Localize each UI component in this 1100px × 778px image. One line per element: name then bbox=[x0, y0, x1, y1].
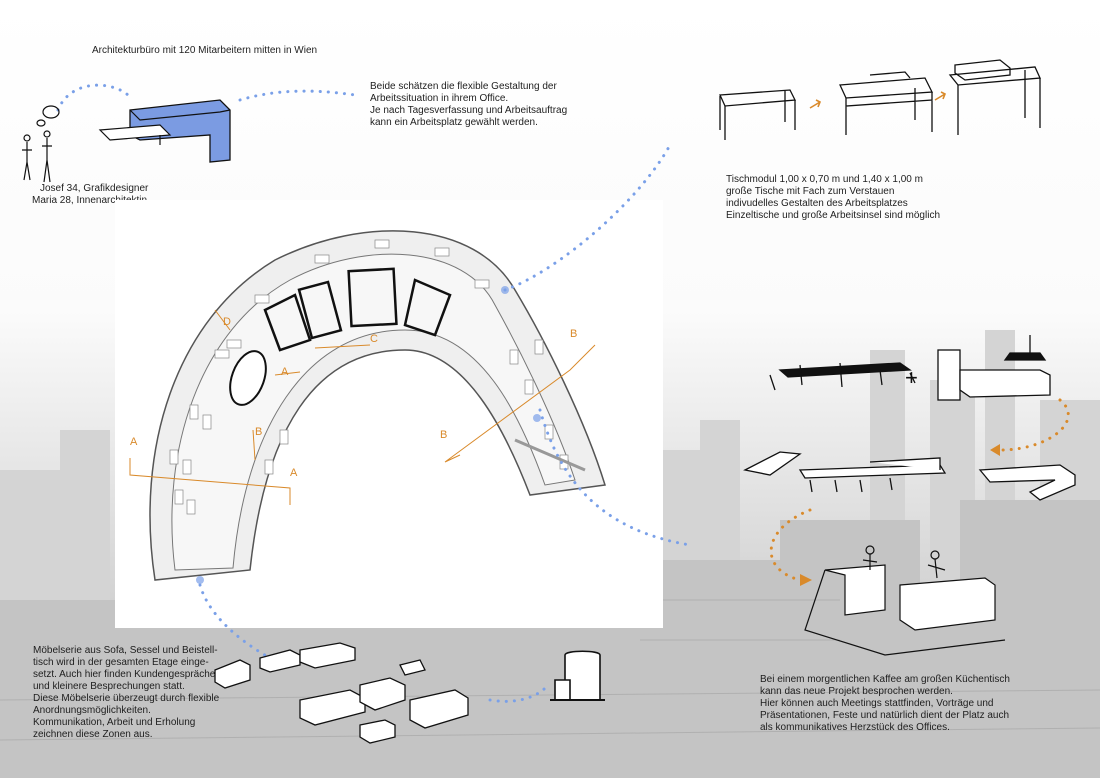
kitchen-assembled-illustration bbox=[743, 451, 1076, 501]
section-label-b: B bbox=[440, 429, 447, 441]
table-modules-illustration bbox=[719, 59, 1041, 140]
kitchen-text: Bei einem morgentlichen Kaffee am großen… bbox=[760, 674, 1010, 734]
furniture-line: Kommunikation, Arbeit und Erholung bbox=[33, 717, 196, 728]
core-rooms bbox=[263, 267, 452, 352]
connector-intro bbox=[238, 89, 357, 102]
connector-tables bbox=[503, 143, 672, 292]
arrow-icon bbox=[800, 574, 812, 586]
intro-text: Beide schätzen die flexible Gestaltung d… bbox=[370, 81, 567, 129]
furniture-line: und kleinere Besprechungen statt. bbox=[33, 681, 185, 692]
furniture-line: Anordnungsmöglichkeiten. bbox=[33, 705, 151, 716]
connector-kitchen-scene bbox=[769, 508, 812, 582]
arrow-icon bbox=[809, 99, 822, 109]
kitchen-line: Hier können auch Meetings stattfinden, V… bbox=[760, 698, 994, 709]
kitchen-line: kann das neue Projekt besprochen werden. bbox=[760, 686, 953, 697]
persons-caption: Josef 34, Grafikdesigner Maria 28, Innen… bbox=[32, 183, 148, 207]
tables-line: Einzeltische und große Arbeitsinsel sind… bbox=[726, 210, 940, 221]
persons-line-josef: Josef 34, Grafikdesigner bbox=[40, 183, 149, 194]
section-label-a: A bbox=[130, 436, 138, 448]
intro-line: kann ein Arbeitsplatz gewählt werden. bbox=[370, 117, 538, 128]
section-label-a: A bbox=[281, 366, 289, 378]
connector-kitchen bbox=[538, 408, 692, 547]
furniture-line: zeichnen diese Zonen aus. bbox=[33, 729, 153, 740]
building-block-illustration bbox=[98, 99, 231, 163]
tables-line: Tischmodul 1,00 x 0,70 m und 1,40 x 1,00… bbox=[726, 174, 923, 185]
floor-plan: A A B B B C D A bbox=[129, 230, 606, 584]
elevator-core bbox=[229, 350, 267, 406]
section-label-b: B bbox=[570, 328, 577, 340]
intro-line: Arbeitssituation in ihrem Office. bbox=[370, 93, 509, 104]
sofa-modules-illustration bbox=[214, 642, 469, 744]
header-title: Architekturbüro mit 120 Mitarbeitern mit… bbox=[92, 45, 318, 56]
lounge-chair-illustration bbox=[550, 650, 605, 701]
section-label-b: B bbox=[255, 426, 262, 438]
kitchen-table-plan bbox=[514, 438, 586, 472]
persons-illustration bbox=[22, 105, 60, 183]
tables-text: Tischmodul 1,00 x 0,70 m und 1,40 x 1,00… bbox=[726, 174, 940, 222]
furniture-text: Möbelserie aus Sofa, Sessel und Beistell… bbox=[33, 645, 219, 741]
persons-line-maria: Maria 28, Innenarchitektin bbox=[32, 195, 148, 206]
highlight-markers bbox=[196, 286, 541, 584]
section-label-c: C bbox=[370, 333, 378, 345]
furniture-line: tisch wird in der gesamten Etage einge- bbox=[33, 657, 209, 668]
kitchen-line: Bei einem morgentlichen Kaffee am großen… bbox=[760, 674, 1010, 685]
kitchen-line: als kommunikatives Herzstück des Offices… bbox=[760, 722, 950, 733]
section-label-a: A bbox=[290, 467, 298, 479]
section-lines bbox=[129, 309, 596, 505]
kitchen-scene-illustration bbox=[804, 545, 1006, 656]
tables-line: große Tische mit Fach zum Verstauen bbox=[726, 186, 895, 197]
furniture-line: Diese Möbelserie überzeugt durch flexibl… bbox=[33, 693, 220, 704]
furniture-line: setzt. Auch hier finden Kundengespräche bbox=[33, 669, 216, 680]
connector-persons bbox=[56, 83, 130, 112]
kitchen-assembly-illustration: + bbox=[769, 335, 1051, 401]
connector-divider bbox=[488, 683, 550, 703]
plus-icon: + bbox=[905, 365, 918, 390]
intro-line: Je nach Tagesverfassung und Arbeitsauftr… bbox=[370, 105, 568, 116]
arrow-icon bbox=[990, 444, 1000, 456]
furniture-line: Möbelserie aus Sofa, Sessel und Beistell… bbox=[33, 645, 218, 656]
tables-line: indivudelles Gestalten des Arbeitsplatze… bbox=[726, 198, 908, 209]
section-label-d: D bbox=[223, 316, 231, 328]
intro-line: Beide schätzen die flexible Gestaltung d… bbox=[370, 81, 557, 92]
connector-kitchen-assembly bbox=[998, 398, 1070, 452]
kitchen-line: Präsentationen, Feste und natürlich dien… bbox=[760, 710, 1010, 721]
arrow-icon bbox=[934, 91, 947, 101]
